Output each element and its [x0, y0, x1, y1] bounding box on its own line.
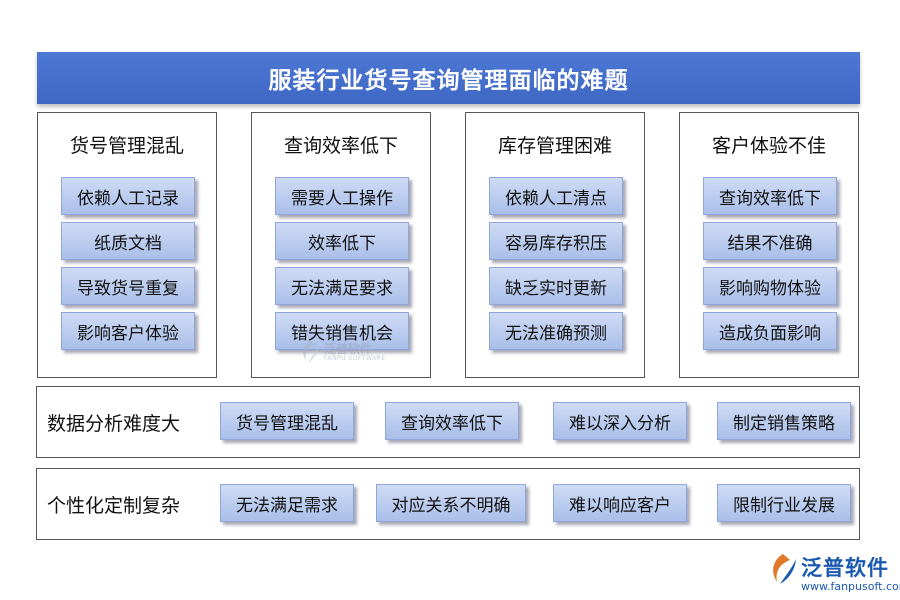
panel-chip: 错失销售机会	[275, 312, 409, 350]
panel-chip: 查询效率低下	[703, 177, 837, 215]
panel-item-number-chaos: 货号管理混乱 依赖人工记录 纸质文档 导致货号重复 影响客户体验	[37, 112, 217, 378]
diagram-title: 服装行业货号查询管理面临的难题	[37, 52, 860, 104]
panel-query-efficiency: 查询效率低下 需要人工操作 效率低下 无法满足要求 错失销售机会	[251, 112, 431, 378]
row-chip: 对应关系不明确	[376, 484, 526, 522]
panel-customer-experience: 客户体验不佳 查询效率低下 结果不准确 影响购物体验 造成负面影响	[679, 112, 859, 378]
row-chip: 制定销售策略	[717, 402, 851, 440]
row-chip: 限制行业发展	[717, 484, 851, 522]
watermark-name: 泛普软件	[324, 342, 373, 356]
row-label: 数据分析难度大	[47, 412, 181, 435]
panel-chip: 容易库存积压	[489, 222, 623, 260]
logo-url: www.fanpusoft.com	[801, 580, 900, 593]
fanpu-leaf-icon	[773, 554, 796, 584]
fanpu-logo: 泛普软件 www.fanpusoft.com	[765, 550, 900, 596]
panel-chip: 依赖人工清点	[489, 177, 623, 215]
panel-heading: 查询效率低下	[283, 135, 398, 157]
watermark-sub: FANPU SOFTWARE	[324, 355, 386, 362]
panel-chip: 影响购物体验	[703, 267, 837, 305]
panel-inventory-management: 库存管理困难 依赖人工清点 容易库存积压 缺乏实时更新 无法准确预测	[465, 112, 645, 378]
row-data-analysis: 数据分析难度大 货号管理混乱 查询效率低下 难以深入分析 制定销售策略	[36, 386, 860, 458]
panel-chip: 需要人工操作	[275, 177, 409, 215]
panel-chip: 无法准确预测	[489, 312, 623, 350]
panel-heading: 客户体验不佳	[711, 135, 826, 157]
row-personalization: 个性化定制复杂 无法满足需求 对应关系不明确 难以响应客户 限制行业发展	[36, 468, 860, 540]
row-chip: 无法满足需求	[220, 484, 354, 522]
row-chip: 难以响应客户	[553, 484, 687, 522]
logo-name: 泛普软件	[801, 556, 889, 580]
panel-chip: 造成负面影响	[703, 312, 837, 350]
panel-chip: 依赖人工记录	[61, 177, 195, 215]
panel-chip: 无法满足要求	[275, 267, 409, 305]
panel-chip: 导致货号重复	[61, 267, 195, 305]
fanpu-watermark-icon	[303, 341, 319, 363]
row-chip: 查询效率低下	[385, 402, 519, 440]
panel-chip: 纸质文档	[61, 222, 195, 260]
row-label: 个性化定制复杂	[47, 494, 181, 517]
panel-heading: 货号管理混乱	[69, 135, 184, 157]
panel-heading: 库存管理困难	[497, 135, 612, 157]
panel-chip: 缺乏实时更新	[489, 267, 623, 305]
row-chip: 难以深入分析	[553, 402, 687, 440]
row-chip: 货号管理混乱	[220, 402, 354, 440]
watermark: 泛普软件 FANPU SOFTWARE	[298, 337, 388, 367]
panel-chip: 影响客户体验	[61, 312, 195, 350]
panel-chip: 结果不准确	[703, 222, 837, 260]
panel-chip: 效率低下	[275, 222, 409, 260]
